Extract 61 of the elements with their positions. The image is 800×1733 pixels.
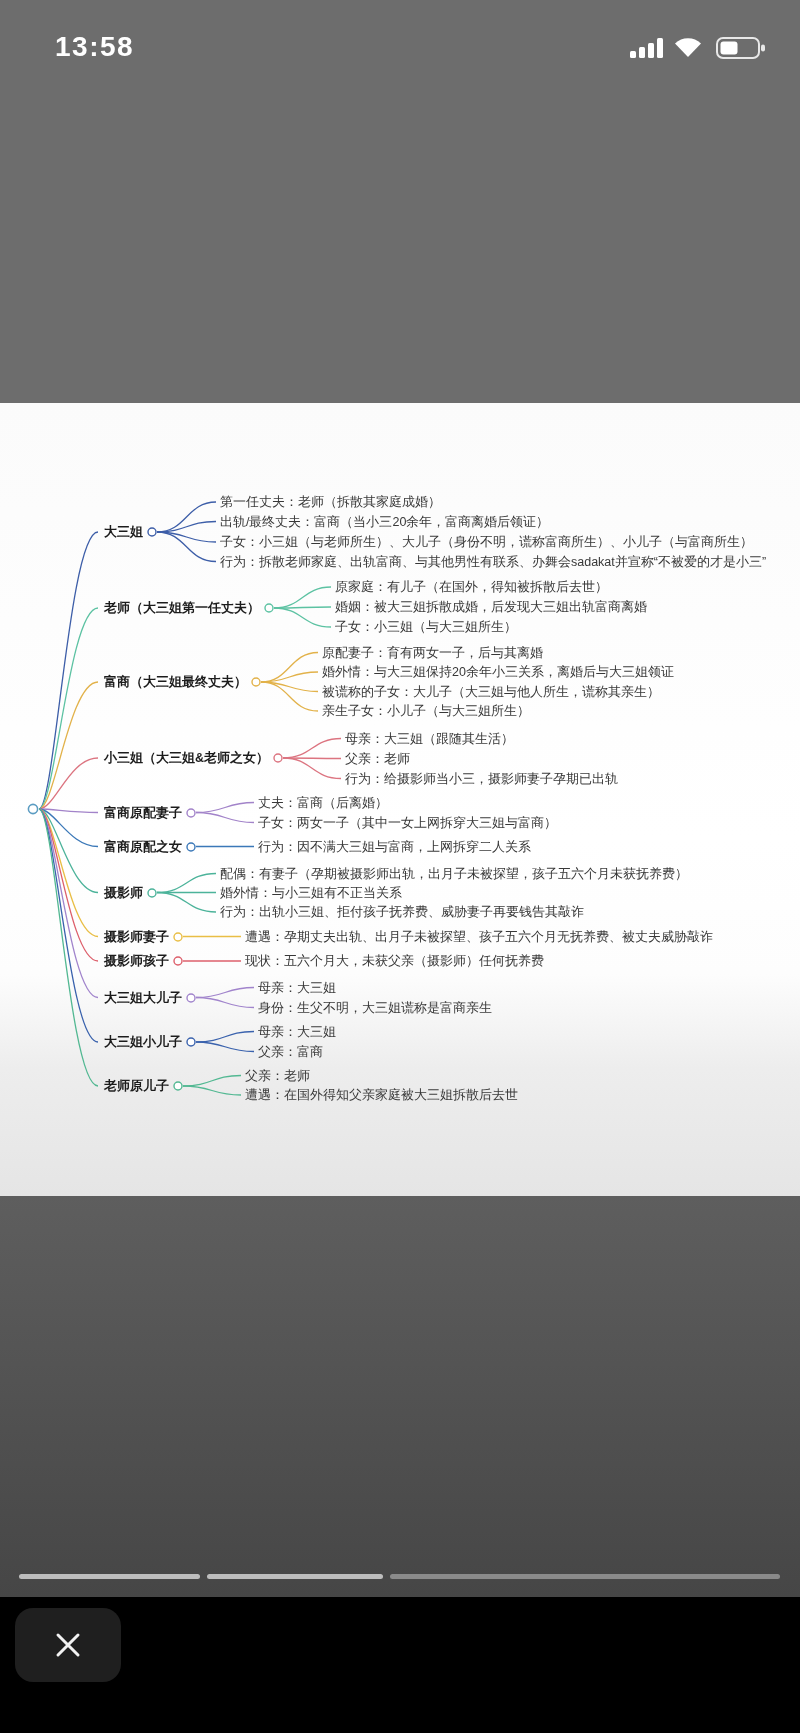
detail-text: 父亲：富商 (254, 1043, 323, 1060)
topic-label: 老师（大三姐第一任丈夫） (104, 600, 260, 617)
detail-text: 行为：给摄影师当小三，摄影师妻子孕期已出轨 (341, 770, 618, 787)
branch-line (273, 607, 332, 628)
detail-text: 行为：因不满大三姐与富商，上网拆穿二人关系 (254, 838, 531, 855)
detail-text: 亲生子女：小儿子（与大三姐所生） (318, 703, 530, 719)
detail-text: 原配妻子：育有两女一子，后与其离婚 (318, 644, 543, 661)
detail-text: 第一任丈夫：老师（拆散其家庭成婚） (216, 494, 441, 510)
branch-line (38, 681, 99, 810)
branch-line (38, 808, 99, 1087)
topic-label: 摄影师妻子 (104, 928, 169, 946)
branch-line (195, 996, 255, 1009)
detail-text: 遭遇：在国外得知父亲家庭被大三姐拆散后去世 (241, 1087, 518, 1103)
branch-line (182, 1085, 242, 1096)
detail-text: 子女：小三姐（与大三姐所生） (331, 619, 517, 635)
detail-text: 婚姻：被大三姐拆散成婚，后发现大三姐出轨富商离婚 (331, 599, 647, 615)
branch-line (195, 1041, 255, 1053)
branch-line (156, 531, 217, 563)
branch-line (38, 808, 99, 999)
detail-text: 父亲：老师 (241, 1067, 310, 1084)
branch-line (38, 808, 99, 814)
topic-label: 摄影师孩子 (104, 953, 169, 970)
branch-line (182, 960, 242, 962)
detail-text: 被谎称的子女：大儿子（大三姐与他人所生，谎称其亲生） (318, 683, 660, 700)
topic-label: 摄影师 (104, 884, 143, 902)
topic-label: 大三姐大儿子 (104, 989, 182, 1007)
topic-label: 大三姐小儿子 (104, 1034, 182, 1051)
detail-text: 遭遇：孕期丈夫出轨、出月子未被探望、孩子五六个月无抚养费、被丈夫威胁敲诈 (241, 928, 713, 945)
detail-text: 子女：小三姐（与老师所生）、大儿子（身份不明，谎称富商所生）、小儿子（与富商所生） (216, 534, 753, 550)
topic-label: 富商原配妻子 (104, 804, 182, 822)
branch-line (156, 891, 217, 913)
detail-text: 现状：五六个月大，未获父亲（摄影师）任何抚养费 (241, 953, 544, 969)
branch-line (38, 607, 99, 810)
detail-text: 出轨/最终丈夫：富商（当小三20余年，富商离婚后领证） (216, 513, 550, 530)
detail-text: 行为：出轨小三姐、拒付孩子抚养费、威胁妻子再要钱告其敲诈 (216, 904, 584, 920)
topic-label: 小三姐（大三姐&老师之女） (104, 750, 270, 767)
branch-line (38, 531, 99, 810)
detail-text: 身份：生父不明，大三姐谎称是富商亲生 (254, 999, 492, 1016)
detail-text: 母亲：大三姐 (254, 1023, 336, 1040)
branch-line (260, 681, 319, 712)
detail-text: 母亲：大三姐（跟随其生活） (341, 730, 514, 747)
detail-text: 丈夫：富商（后离婚） (254, 794, 388, 811)
detail-text: 婚外情：与小三姐有不正当关系 (216, 884, 402, 901)
status-time: 13:58 (55, 31, 135, 63)
branch-line (195, 845, 255, 848)
detail-text: 行为：拆散老师家庭、出轨富商、与其他男性有联系、办舞会sadakat并宣称“不被爱的才是小三” (216, 553, 767, 570)
topic-label: 富商（大三姐最终丈夫） (104, 673, 247, 691)
detail-text: 配偶：有妻子（孕期被摄影师出轨，出月子未被探望，孩子五六个月未获抚养费） (216, 865, 688, 882)
branch-line (182, 935, 242, 938)
branch-line (282, 757, 342, 780)
detail-text: 子女：两女一子（其中一女上网拆穿大三姐与富商） (254, 814, 557, 831)
topic-label: 老师原儿子 (104, 1078, 169, 1095)
topic-label: 大三姐 (104, 524, 143, 541)
detail-text: 母亲：大三姐 (254, 979, 336, 996)
root-circle (27, 803, 39, 815)
detail-text: 父亲：老师 (341, 750, 410, 767)
topic-label: 富商原配之女 (104, 838, 182, 856)
branch-line (195, 811, 255, 824)
branch-line (38, 808, 99, 962)
detail-text: 婚外情：与大三姐保持20余年小三关系，离婚后与大三姐领证 (318, 664, 674, 680)
detail-text: 原家庭：有儿子（在国外，得知被拆散后去世） (331, 579, 608, 595)
